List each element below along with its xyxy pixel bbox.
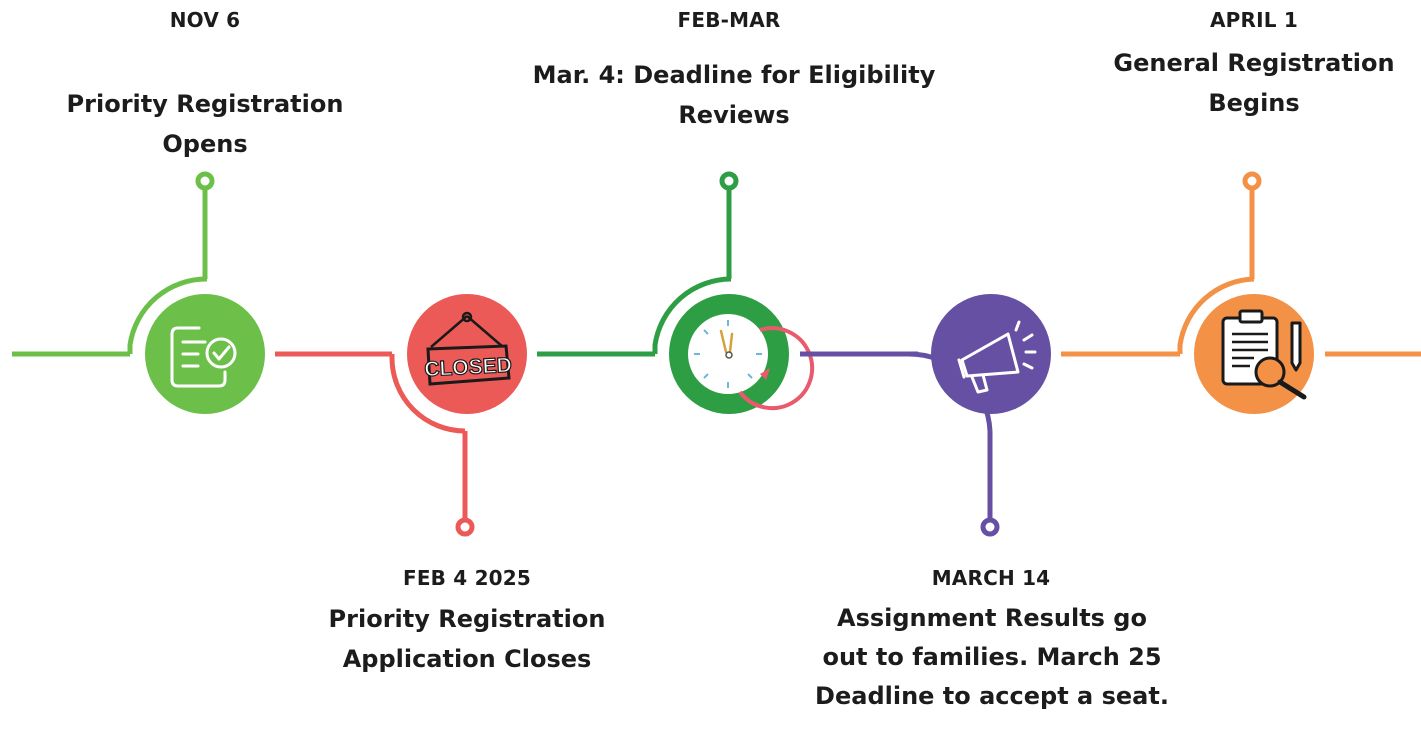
milestone-4-date: MARCH 14 [931,566,1051,590]
closed-sign-text: CLOSED [424,354,513,382]
milestone-1-date: NOV 6 [169,8,241,32]
milestone-2-title: Priority Registration Application Closes [328,605,606,673]
clipboard-search-icon [1221,309,1307,400]
milestone-3-title: Mar. 4: Deadline for Eligibility Reviews [532,61,936,129]
closed-sign-icon: CLOSED [423,311,513,386]
milestone-4-node [931,294,1051,414]
milestone-5-connector [1177,171,1262,354]
megaphone-icon [957,320,1037,394]
milestone-1-title: Priority Registration Opens [66,90,344,158]
milestone-4-title: Assignment Results go out to families. M… [815,604,1169,710]
milestone-1-connector [127,171,215,354]
milestone-2-connector [389,354,475,537]
clock-icon [688,314,815,411]
milestone-2-date: FEB 4 2025 [402,566,532,590]
milestone-5-title: General Registration Begins [1113,49,1395,117]
milestone-1-node [145,294,265,414]
document-check-icon [170,326,237,388]
milestone-3-date: FEB-MAR [677,8,781,32]
milestone-5-date: APRIL 1 [1209,8,1298,32]
milestone-3-connector [652,171,739,354]
